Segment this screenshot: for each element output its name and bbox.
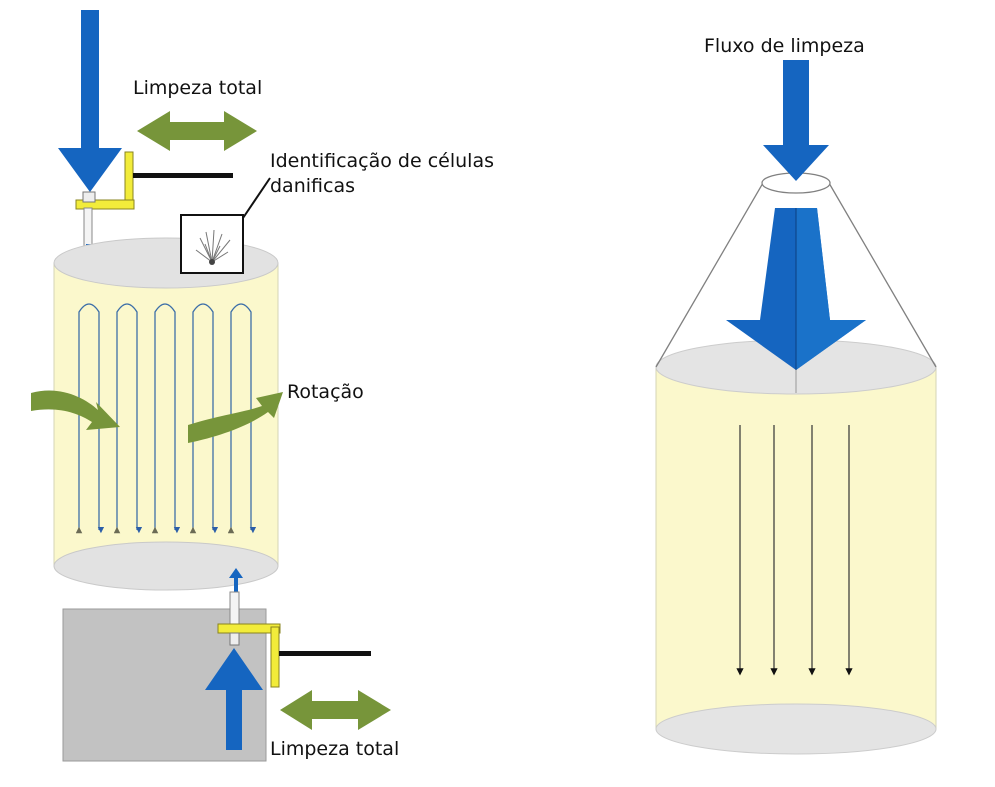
right-filter-cylinder	[655, 339, 937, 755]
label-identificacao-line2: danificas	[270, 175, 355, 197]
bottom-small-blue-arrow	[229, 568, 243, 592]
damaged-cell-image	[180, 214, 244, 274]
label-rotacao: Rotação	[287, 381, 364, 403]
identification-leader-line	[242, 177, 271, 219]
rotation-arrow-left	[31, 390, 120, 430]
label-limpeza-total-bottom: Limpeza total	[270, 738, 400, 760]
nozzle-cone	[655, 172, 937, 368]
top-green-double-arrow	[137, 111, 257, 151]
top-nozzle	[75, 151, 233, 249]
bottom-nozzle	[217, 591, 371, 688]
label-identificacao-line1: Identificação de células	[270, 150, 495, 172]
cone-flow-arrow	[726, 208, 866, 370]
left-flow-loops	[75, 303, 257, 534]
top-blue-arrow	[58, 10, 122, 192]
bottom-blue-arrow	[205, 648, 263, 750]
cleaning-flow-arrow	[763, 60, 829, 181]
rotation-arrow-right	[188, 392, 283, 443]
label-limpeza-total-top: Limpeza total	[133, 77, 263, 99]
right-flow-lines	[736, 425, 853, 676]
bottom-green-double-arrow	[280, 690, 391, 730]
label-fluxo-de-limpeza: Fluxo de limpeza	[704, 35, 865, 57]
